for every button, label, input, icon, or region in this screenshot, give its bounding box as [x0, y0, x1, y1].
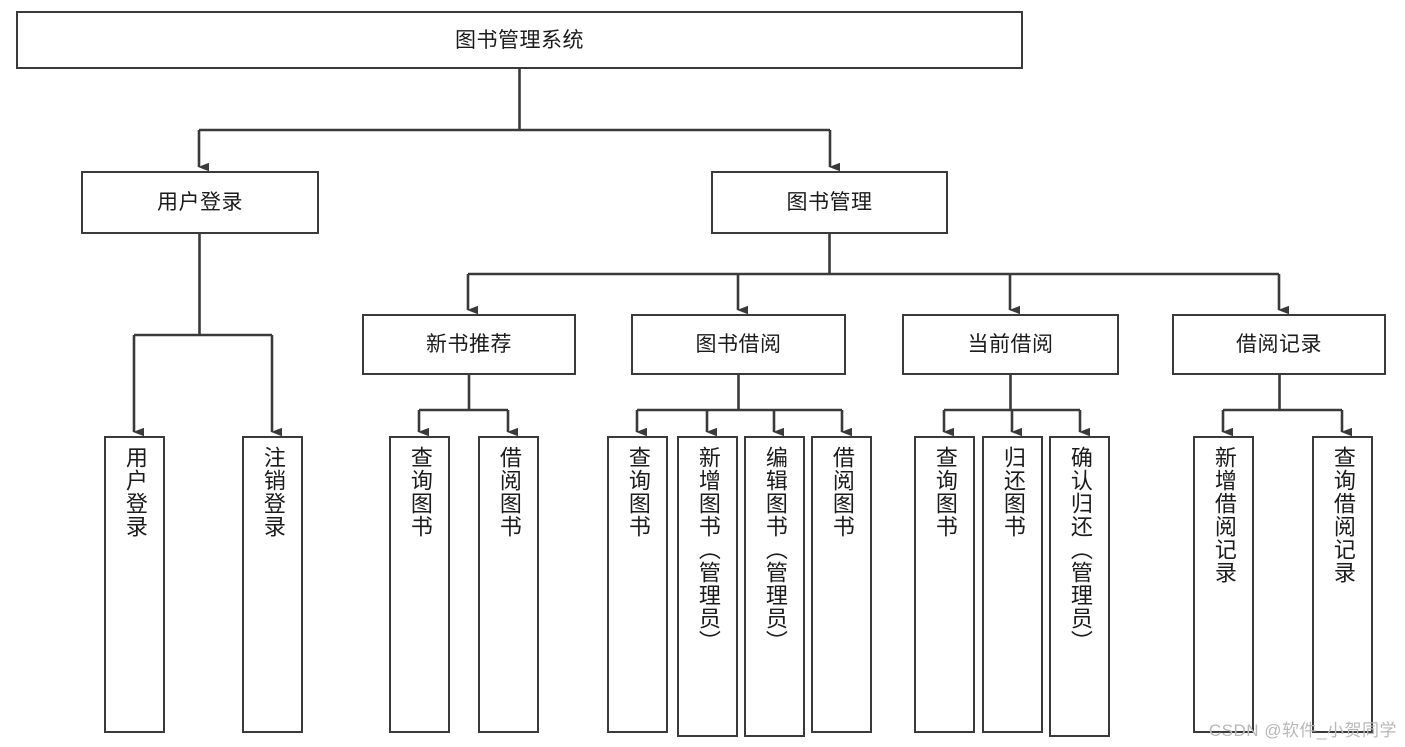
node-new-book-recommend[interactable]: 新书推荐 — [362, 314, 576, 375]
node-leaf-query-book-b[interactable]: 查询图书 — [607, 436, 668, 733]
node-book-management[interactable]: 图书管理 — [711, 171, 948, 234]
node-new-book-recommend-label: 新书推荐 — [426, 333, 512, 356]
node-current-borrow[interactable]: 当前借阅 — [902, 314, 1119, 375]
node-borrow-records-label: 借阅记录 — [1236, 333, 1322, 356]
node-leaf-borrow-book-a[interactable]: 借阅图书 — [478, 436, 539, 733]
node-leaf-add-borrow-record[interactable]: 新增借阅记录 — [1193, 436, 1254, 733]
csdn-watermark: CSDN @软件_小贺同学 — [1208, 721, 1397, 740]
node-book-management-label: 图书管理 — [786, 191, 873, 214]
node-leaf-add-book-admin[interactable]: 新增图书（管理员） — [677, 436, 738, 737]
node-current-borrow-label: 当前借阅 — [967, 333, 1054, 356]
node-leaf-return-book[interactable]: 归还图书 — [982, 436, 1043, 733]
node-leaf-user-login-label: 用户登录 — [122, 446, 148, 538]
node-user-login-label: 用户登录 — [157, 191, 243, 214]
node-leaf-return-book-label: 归还图书 — [1000, 446, 1026, 538]
node-leaf-query-book-c[interactable]: 查询图书 — [914, 436, 975, 733]
node-leaf-query-book-b-label: 查询图书 — [625, 446, 651, 538]
node-leaf-borrow-book-a-label: 借阅图书 — [496, 446, 522, 538]
node-leaf-add-book-admin-label: 新增图书（管理员） — [695, 446, 721, 653]
node-leaf-logout-label: 注销登录 — [260, 446, 286, 538]
node-root[interactable]: 图书管理系统 — [16, 11, 1023, 69]
node-leaf-query-book-a-label: 查询图书 — [407, 446, 433, 538]
node-leaf-query-borrow-record-label: 查询借阅记录 — [1330, 446, 1356, 584]
node-leaf-logout[interactable]: 注销登录 — [242, 436, 303, 733]
node-leaf-confirm-return-admin[interactable]: 确认归还（管理员） — [1049, 436, 1110, 737]
node-leaf-borrow-book-b[interactable]: 借阅图书 — [811, 436, 872, 733]
node-root-label: 图书管理系统 — [455, 28, 584, 52]
node-user-login[interactable]: 用户登录 — [81, 171, 319, 234]
node-leaf-edit-book-admin-label: 编辑图书（管理员） — [762, 446, 788, 653]
node-borrow-records[interactable]: 借阅记录 — [1172, 314, 1386, 375]
node-leaf-query-book-a[interactable]: 查询图书 — [389, 436, 450, 733]
node-leaf-edit-book-admin[interactable]: 编辑图书（管理员） — [744, 436, 805, 737]
node-book-borrow-label: 图书借阅 — [695, 333, 782, 356]
node-leaf-query-book-c-label: 查询图书 — [932, 446, 958, 538]
node-leaf-borrow-book-b-label: 借阅图书 — [829, 446, 855, 538]
node-book-borrow[interactable]: 图书借阅 — [631, 314, 846, 375]
node-leaf-confirm-return-admin-label: 确认归还（管理员） — [1067, 446, 1093, 653]
node-leaf-add-borrow-record-label: 新增借阅记录 — [1211, 446, 1237, 584]
node-leaf-query-borrow-record[interactable]: 查询借阅记录 — [1312, 436, 1373, 733]
node-leaf-user-login[interactable]: 用户登录 — [104, 436, 165, 733]
